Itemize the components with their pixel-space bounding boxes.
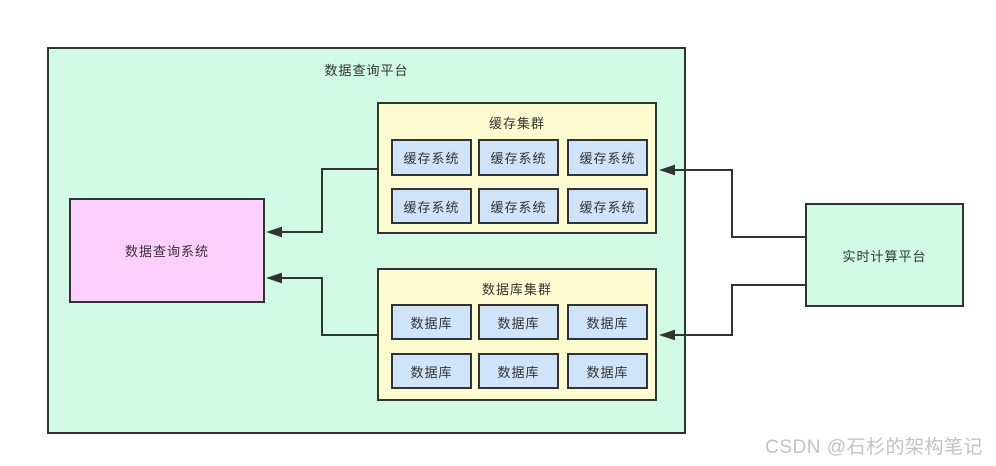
cache-node: 缓存系统 — [478, 139, 559, 176]
cache-node: 缓存系统 — [567, 139, 648, 176]
database-node: 数据库 — [478, 304, 559, 340]
realtime-computing-platform-label: 实时计算平台 — [842, 248, 927, 264]
connector-realtime-to-database — [674, 284, 805, 336]
database-node: 数据库 — [567, 353, 648, 389]
cache-node: 缓存系统 — [567, 188, 648, 224]
cache-node: 缓存系统 — [478, 188, 559, 224]
database-node: 数据库 — [478, 353, 559, 389]
data-query-platform-title: 数据查询平台 — [324, 63, 409, 78]
data-query-system-box: 数据查询系统 — [69, 198, 265, 303]
database-node: 数据库 — [391, 353, 472, 389]
cache-node: 缓存系统 — [391, 188, 472, 224]
data-query-system-label: 数据查询系统 — [124, 244, 209, 259]
cache-node: 缓存系统 — [391, 139, 472, 176]
watermark-text: CSDN @石杉的架构笔记 — [765, 437, 983, 458]
database-node: 数据库 — [567, 304, 648, 340]
database-cluster-title: 数据库集群 — [481, 282, 552, 297]
realtime-computing-platform-box: 实时计算平台 — [805, 203, 964, 307]
connector-realtime-to-cache — [674, 169, 805, 238]
cache-cluster-title: 缓存集群 — [488, 116, 545, 131]
database-node: 数据库 — [391, 304, 472, 340]
